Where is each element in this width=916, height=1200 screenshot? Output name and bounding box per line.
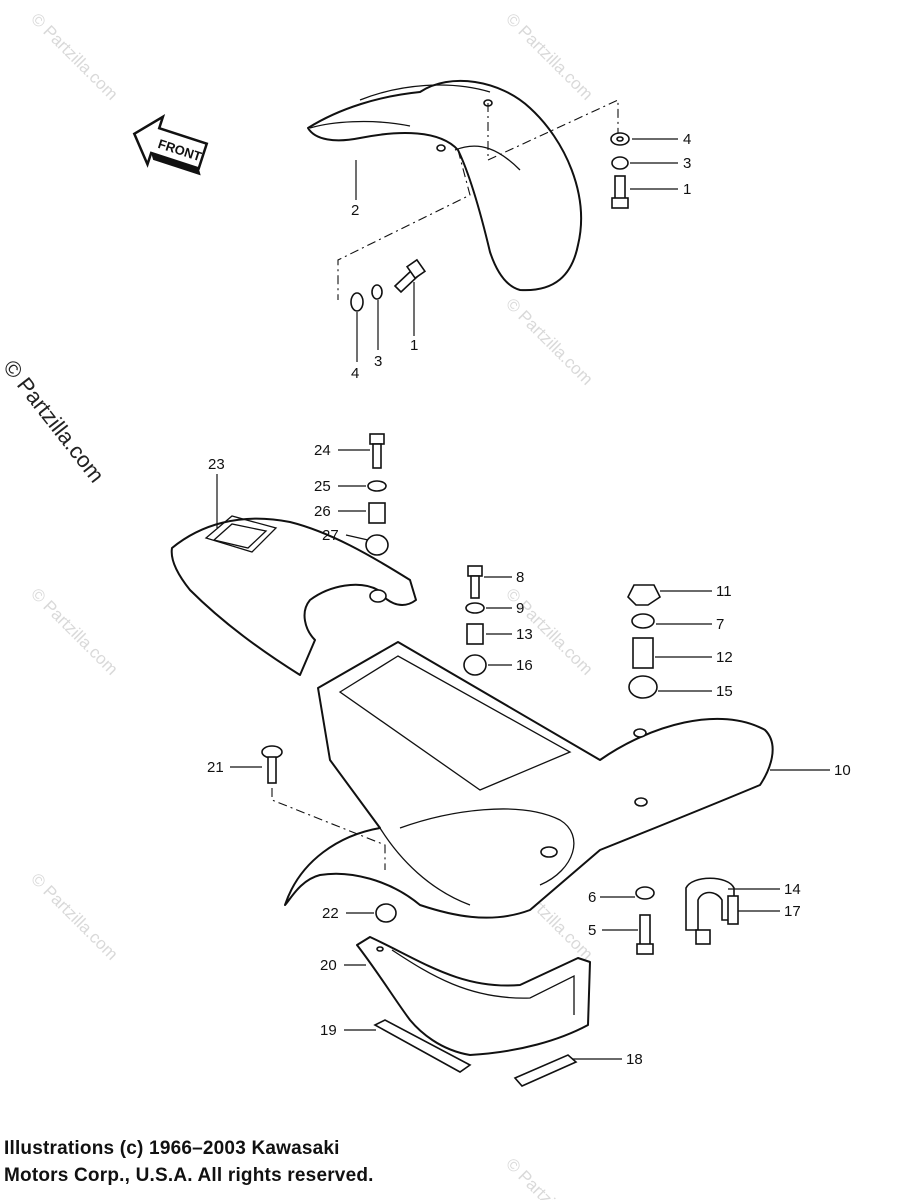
grommet-22 bbox=[375, 903, 397, 923]
callout-number: 23 bbox=[208, 456, 225, 473]
front-fender-guide-line bbox=[337, 149, 471, 300]
fender-hardware bbox=[627, 584, 662, 699]
bolt-guide-line bbox=[271, 788, 386, 870]
callout-number: 1 bbox=[683, 181, 691, 198]
callout-number: 11 bbox=[716, 583, 732, 600]
watermark-text: © Partzilla.com bbox=[27, 9, 121, 103]
callout-number: 4 bbox=[351, 365, 359, 382]
watermark-text: © Partzilla.com bbox=[502, 9, 596, 103]
callout-number: 27 bbox=[322, 527, 339, 544]
callout-number: 1 bbox=[410, 337, 418, 354]
callout-number: 20 bbox=[320, 957, 337, 974]
callout-number: 3 bbox=[683, 155, 691, 172]
callout-number: 4 bbox=[683, 131, 691, 148]
callout-number: 10 bbox=[834, 762, 851, 779]
callout-number: 8 bbox=[516, 569, 524, 586]
callout-number: 13 bbox=[516, 626, 533, 643]
clamp bbox=[685, 877, 739, 945]
leader-lines bbox=[216, 138, 830, 1060]
callout-number: 24 bbox=[314, 442, 331, 459]
seat-cover bbox=[170, 515, 417, 676]
callout-number: 21 bbox=[207, 759, 224, 776]
watermark-text: © Partzilla.com bbox=[502, 294, 596, 388]
front-fender-hardware bbox=[350, 132, 630, 312]
callout-number: 3 bbox=[374, 353, 382, 370]
watermark-text: © Partzilla.com bbox=[502, 1154, 596, 1200]
carrier-hardware bbox=[463, 565, 487, 676]
callout-number: 15 bbox=[716, 683, 733, 700]
callout-number: 6 bbox=[588, 889, 596, 906]
rear-fender bbox=[284, 641, 774, 919]
callout-number: 9 bbox=[516, 600, 524, 617]
front-fender bbox=[307, 80, 583, 292]
copyright-line-1: Illustrations (c) 1966–2003 Kawasaki bbox=[4, 1138, 340, 1159]
bolt-5 bbox=[635, 886, 655, 955]
watermark-text: © Partzilla.com bbox=[27, 869, 121, 963]
callout-number: 16 bbox=[516, 657, 533, 674]
callout-number: 19 bbox=[320, 1022, 337, 1039]
callout-number: 2 bbox=[351, 202, 359, 219]
front-fender-guide-line bbox=[487, 99, 619, 161]
callout-number: 18 bbox=[626, 1051, 643, 1068]
watermark-text: © Partzilla.com bbox=[27, 584, 121, 678]
callout-number: 7 bbox=[716, 616, 724, 633]
copyright-notice: Illustrations (c) 1966–2003 Kawasaki Mot… bbox=[4, 1135, 374, 1189]
bolt-21 bbox=[261, 745, 283, 784]
callout-number: 14 bbox=[784, 881, 801, 898]
callout-labels: 4 3 1 2 4 3 1 23 24 25 26 27 8 9 13 16 1… bbox=[207, 131, 851, 1068]
front-direction-arrow: FRONT bbox=[132, 114, 209, 176]
callout-number: 5 bbox=[588, 922, 596, 939]
seat-hardware bbox=[365, 433, 389, 556]
plates bbox=[373, 1019, 578, 1087]
callout-number: 17 bbox=[784, 903, 801, 920]
mud-flap bbox=[356, 936, 591, 1056]
callout-number: 12 bbox=[716, 649, 733, 666]
callout-number: 22 bbox=[322, 905, 339, 922]
copyright-line-2: Motors Corp., U.S.A. All rights reserved… bbox=[4, 1165, 374, 1186]
callout-number: 25 bbox=[314, 478, 331, 495]
callout-number: 26 bbox=[314, 503, 331, 520]
